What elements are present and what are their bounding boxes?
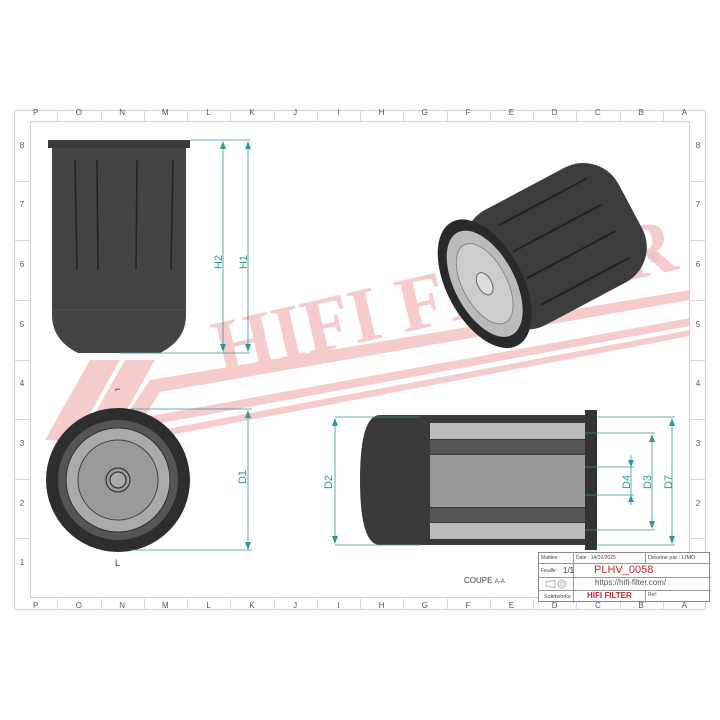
column-label: J — [293, 601, 298, 610]
column-label: F — [465, 601, 471, 610]
column-label: P — [32, 601, 39, 610]
svg-text:⌐: ⌐ — [115, 384, 120, 394]
column-label: J — [293, 108, 298, 117]
row-label: 7 — [695, 200, 701, 210]
row-label: 6 — [19, 260, 25, 270]
inner-frame — [30, 121, 690, 598]
brand-name: HIFI FILTER — [587, 591, 632, 600]
svg-text:®: ® — [648, 249, 659, 265]
row-label: 3 — [695, 438, 701, 448]
row-label: 8 — [19, 140, 25, 150]
section-caption: COUPE A-A — [464, 576, 505, 585]
row-label: 1 — [19, 558, 25, 568]
title-block: Matière : Date : 14/10/2025 Dessiné par … — [538, 552, 711, 603]
svg-text:L: L — [115, 558, 120, 568]
column-label: E — [508, 601, 515, 610]
dim-d2: D2 — [323, 474, 336, 490]
row-label: 4 — [19, 379, 25, 389]
row-label: 5 — [19, 319, 25, 329]
software-label: Solidworks — [544, 594, 571, 600]
dim-d3: D3 — [642, 474, 655, 490]
column-label: P — [32, 108, 39, 117]
column-label: D — [551, 108, 558, 117]
column-label: I — [337, 601, 340, 610]
column-label: K — [249, 108, 255, 117]
dim-d7: D7 — [663, 474, 676, 490]
sheet-label: Feuille : — [541, 568, 559, 574]
dim-d1: D1 — [237, 469, 250, 485]
column-label: E — [508, 108, 515, 117]
row-label: 4 — [695, 379, 701, 389]
column-label: K — [249, 601, 255, 610]
column-label: F — [465, 108, 471, 117]
row-label: 2 — [19, 498, 25, 508]
column-label: H — [378, 601, 385, 610]
dim-h1: H1 — [238, 254, 251, 270]
column-label: M — [162, 108, 169, 117]
column-label: M — [162, 601, 169, 610]
website-link[interactable]: https://hifi-filter.com/ — [595, 578, 667, 587]
column-label: N — [119, 601, 126, 610]
sheet-number: 1/1 — [563, 566, 575, 575]
row-label: 7 — [19, 200, 25, 210]
dim-d4: D4 — [621, 474, 634, 490]
date-label: Date : 14/10/2025 — [576, 555, 616, 561]
column-label: O — [75, 601, 82, 610]
row-label: 5 — [695, 319, 701, 329]
isometric-view — [437, 162, 647, 349]
ref-label: Ref: — [648, 592, 658, 598]
side-view — [48, 139, 251, 354]
row-label: 8 — [695, 140, 701, 150]
column-label: G — [421, 108, 428, 117]
column-label: A — [681, 601, 688, 610]
column-label: C — [594, 601, 601, 610]
drawn-by-label: Dessiné par : LIMO — [648, 555, 696, 561]
column-label: C — [594, 108, 601, 117]
section-view — [332, 410, 675, 550]
column-label: L — [206, 601, 211, 610]
column-label: B — [638, 601, 644, 610]
dim-h2: H2 — [213, 254, 226, 270]
column-label: G — [421, 601, 428, 610]
row-label: 3 — [19, 438, 25, 448]
matiere-label: Matière : — [541, 555, 561, 561]
column-label: L — [206, 108, 211, 117]
part-number: PLHV_0058 — [594, 564, 654, 576]
row-label: 2 — [695, 498, 701, 508]
projection-symbol-icon — [545, 579, 567, 589]
column-label: O — [75, 108, 82, 117]
column-label: H — [378, 108, 385, 117]
column-label: N — [119, 108, 126, 117]
column-label: B — [638, 108, 644, 117]
top-view: ⌐ L — [46, 384, 252, 568]
column-label: D — [551, 601, 558, 610]
column-label: I — [337, 108, 340, 117]
row-label: 6 — [695, 260, 701, 270]
column-label: A — [681, 108, 688, 117]
